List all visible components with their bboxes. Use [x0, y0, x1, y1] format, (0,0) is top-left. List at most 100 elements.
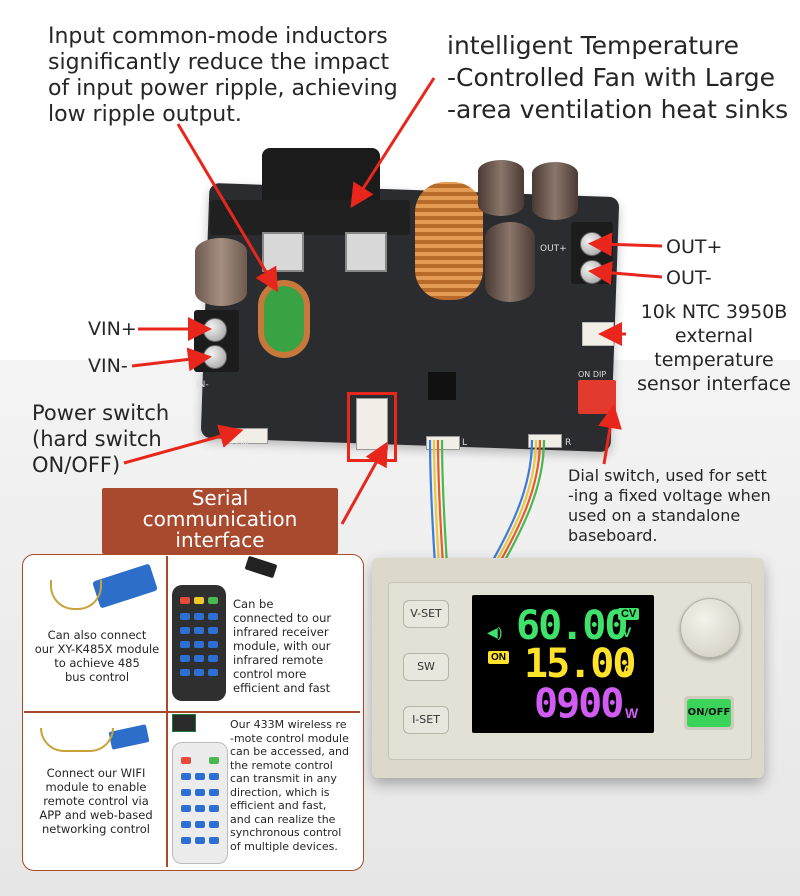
wifi-line-2: module to enable	[45, 780, 147, 794]
serial-banner-line-2: communication	[142, 507, 298, 531]
fan-note-line-2: -Controlled Fan with Large	[447, 63, 776, 92]
serial-banner-line-1: Serial	[191, 486, 249, 510]
vin-plus-label: VIN+	[88, 318, 137, 340]
wireless433-line-8: and can realize the	[230, 812, 336, 826]
board-label-dip: ON DIP	[578, 370, 607, 379]
arrow-out-minus	[588, 261, 663, 285]
board-label-l: L	[462, 438, 468, 448]
iset-button[interactable]: I-SET	[403, 706, 449, 734]
board-label-r: R	[565, 438, 572, 448]
infrared-line-7: efficient and fast	[233, 681, 331, 695]
rs485-text: Can also connect our XY-K485X module to …	[32, 628, 162, 684]
onoff-button-face[interactable]: ON/OFF	[687, 699, 731, 727]
infrared-line-6: control more	[233, 667, 307, 681]
inductor-note-line-3: of input power ripple, achieving	[48, 76, 398, 101]
out-minus-label: OUT-	[666, 267, 712, 289]
arrow-dial	[598, 404, 622, 465]
infrared-line-1: Can be	[233, 597, 274, 611]
onoff-button[interactable]: ON/OFF	[684, 696, 734, 730]
fan-note-line-1: intelligent Temperature	[447, 31, 740, 60]
wireless433-line-1: Our 433M wireless re	[230, 718, 347, 731]
arrow-out-plus	[588, 232, 663, 257]
power-switch-note: Power switch (hard switch ON/OFF)	[32, 400, 169, 478]
dial-switch-line-2: -ing a fixed voltage when	[568, 486, 771, 505]
wireless433-line-3: can be accessed, and	[230, 745, 350, 758]
infrared-line-5: infrared remote	[233, 653, 324, 667]
inductor-note-line-2: significantly reduce the impact	[48, 50, 390, 75]
card-divider-h	[24, 711, 360, 713]
serial-connector	[356, 398, 388, 450]
speaker-icon: ◀)	[487, 624, 503, 640]
serial-banner	[102, 488, 338, 554]
output-capacitor-3	[485, 222, 535, 302]
dial-switch-line-3: used on a standalone	[568, 506, 741, 525]
serial-banner-text: Serial communication interface	[102, 488, 338, 551]
output-capacitor-2	[532, 162, 578, 220]
rs485-line-1: Can also connect	[47, 628, 147, 642]
rs485-line-2: our XY-K485X module	[34, 642, 160, 656]
infrared-text: Can be connected to our infrared receive…	[233, 597, 361, 695]
ntc-note-line-4: sensor interface	[637, 373, 791, 395]
inductor-note: Input common-mode inductors significantl…	[48, 24, 398, 128]
arrow-inductor	[176, 123, 279, 293]
infrared-line-3: infrared receiver	[233, 625, 329, 639]
cv-badge: CV	[618, 608, 640, 620]
power-switch-line-3: ON/OFF)	[32, 453, 121, 477]
toroid-inductor	[415, 182, 483, 300]
board-label-out-plus: OUT+	[540, 244, 567, 254]
power-switch-line-1: Power switch	[32, 401, 170, 425]
wireless-remote-image	[172, 742, 228, 864]
power-switch-line-2: (hard switch	[32, 427, 162, 451]
arrow-power-switch	[123, 424, 244, 465]
mosfet-right	[345, 232, 387, 272]
mosfet-left	[262, 232, 304, 272]
sw-button[interactable]: SW	[403, 653, 449, 681]
wireless433-line-6: direction, which is	[230, 785, 330, 799]
output-capacitor-1	[478, 160, 524, 216]
common-mode-inductor	[258, 280, 310, 358]
arrow-fan	[350, 77, 436, 209]
dial-switch-note: Dial switch, used for sett -ing a fixed …	[568, 466, 771, 546]
fan-note: intelligent Temperature -Controlled Fan …	[447, 30, 788, 126]
rs485-line-4: bus control	[64, 670, 130, 684]
ntc-note-line-2: external	[674, 325, 754, 347]
inductor-note-line-4: low ripple output.	[48, 102, 242, 127]
ntc-note-line-3: temperature	[654, 349, 774, 371]
wifi-text: Connect our WIFI module to enable remote…	[28, 766, 164, 836]
arrow-vin-minus	[131, 347, 212, 372]
serial-banner-line-3: interface	[175, 528, 265, 552]
ntc-note: 10k NTC 3950B external temperature senso…	[628, 300, 800, 396]
voltage-unit: V	[622, 624, 632, 640]
wireless433-line-9: synchronous control	[230, 826, 342, 839]
fan-note-line-3: -area ventilation heat sinks	[447, 95, 789, 124]
power-reading: 0900	[534, 681, 624, 727]
heatsink	[210, 200, 410, 235]
wireless-module-image	[172, 714, 196, 732]
dial-switch-line-4: baseboard.	[568, 526, 658, 545]
wifi-line-5: networking control	[41, 822, 150, 836]
power-unit: W	[625, 705, 639, 721]
rotary-encoder-knob[interactable]	[680, 598, 740, 658]
dial-switch-line-1: Dial switch, used for sett	[568, 466, 767, 485]
current-unit: A	[622, 662, 633, 678]
card-divider-v	[166, 556, 168, 867]
vin-minus-label: VIN-	[88, 355, 128, 377]
ntc-note-line-1: 10k NTC 3950B	[640, 301, 788, 323]
wireless433-line-10: of multiple devices.	[230, 839, 338, 853]
wifi-line-1: Connect our WIFI	[46, 766, 146, 780]
vset-button[interactable]: V-SET	[403, 600, 449, 628]
arrow-serial	[340, 441, 388, 525]
wireless433-line-4: the remote control	[230, 758, 333, 772]
wireless433-line-7: efficient and fast,	[230, 799, 327, 812]
rs485-line-3: to achieve 485	[54, 656, 140, 670]
wifi-line-4: APP and web-based	[39, 808, 153, 822]
current-reading: 15.00	[524, 641, 636, 687]
infrared-remote-image	[172, 585, 226, 701]
wireless433-line-5: can transmit in any	[230, 772, 337, 785]
out-plus-label: OUT+	[666, 236, 723, 258]
infrared-line-2: connected to our	[233, 611, 332, 625]
inductor-note-line-1: Input common-mode inductors	[48, 24, 388, 49]
voltage-reading: 60.00	[516, 603, 628, 649]
infrared-line-4: module, with our	[233, 639, 331, 653]
